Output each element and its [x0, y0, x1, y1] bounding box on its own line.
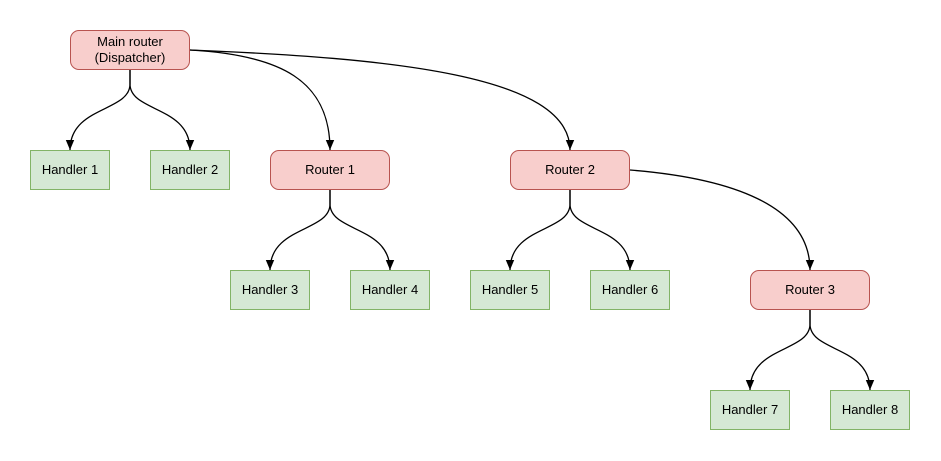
edge-router-3-to-handler-8	[809, 310, 875, 391]
node-handler-1[interactable]: Handler 1	[30, 150, 110, 190]
node-handler-4[interactable]: Handler 4	[350, 270, 430, 310]
node-handler-5-label: Handler 5	[481, 281, 539, 297]
node-handler-2-label: Handler 2	[161, 161, 219, 177]
node-router-2-label: Router 2	[545, 161, 595, 177]
node-handler-7[interactable]: Handler 7	[710, 390, 790, 430]
node-router-2[interactable]: Router 2	[510, 150, 630, 190]
edge-main-to-handler-2	[129, 70, 195, 151]
node-handler-2[interactable]: Handler 2	[150, 150, 230, 190]
node-handler-4-label: Handler 4	[361, 281, 419, 297]
node-router-1-label: Router 1	[305, 161, 355, 177]
node-handler-5[interactable]: Handler 5	[470, 270, 550, 310]
edge-router-1-to-handler-4	[329, 190, 395, 271]
node-handler-7-label: Handler 7	[721, 401, 779, 417]
node-handler-1-label: Handler 1	[41, 161, 99, 177]
edge-router-2-to-router-3	[629, 169, 815, 271]
edge-router-2-to-handler-6	[569, 190, 635, 271]
node-handler-8[interactable]: Handler 8	[830, 390, 910, 430]
node-handler-6[interactable]: Handler 6	[590, 270, 670, 310]
node-handler-6-label: Handler 6	[601, 281, 659, 297]
edge-router-1-to-handler-3	[265, 190, 331, 271]
edge-main-to-router-1	[189, 49, 335, 151]
edge-main-to-handler-1	[65, 70, 131, 151]
node-router-3[interactable]: Router 3	[750, 270, 870, 310]
node-handler-3-label: Handler 3	[241, 281, 299, 297]
node-main-router-label: Main router (Dispatcher)	[94, 33, 166, 65]
edge-main-to-router-2	[189, 49, 575, 151]
edge-router-2-to-handler-5	[505, 190, 571, 271]
edge-router-3-to-handler-7	[745, 310, 811, 391]
node-handler-8-label: Handler 8	[841, 401, 899, 417]
node-router-1[interactable]: Router 1	[270, 150, 390, 190]
node-handler-3[interactable]: Handler 3	[230, 270, 310, 310]
node-router-3-label: Router 3	[785, 281, 835, 297]
node-main-router[interactable]: Main router (Dispatcher)	[70, 30, 190, 70]
